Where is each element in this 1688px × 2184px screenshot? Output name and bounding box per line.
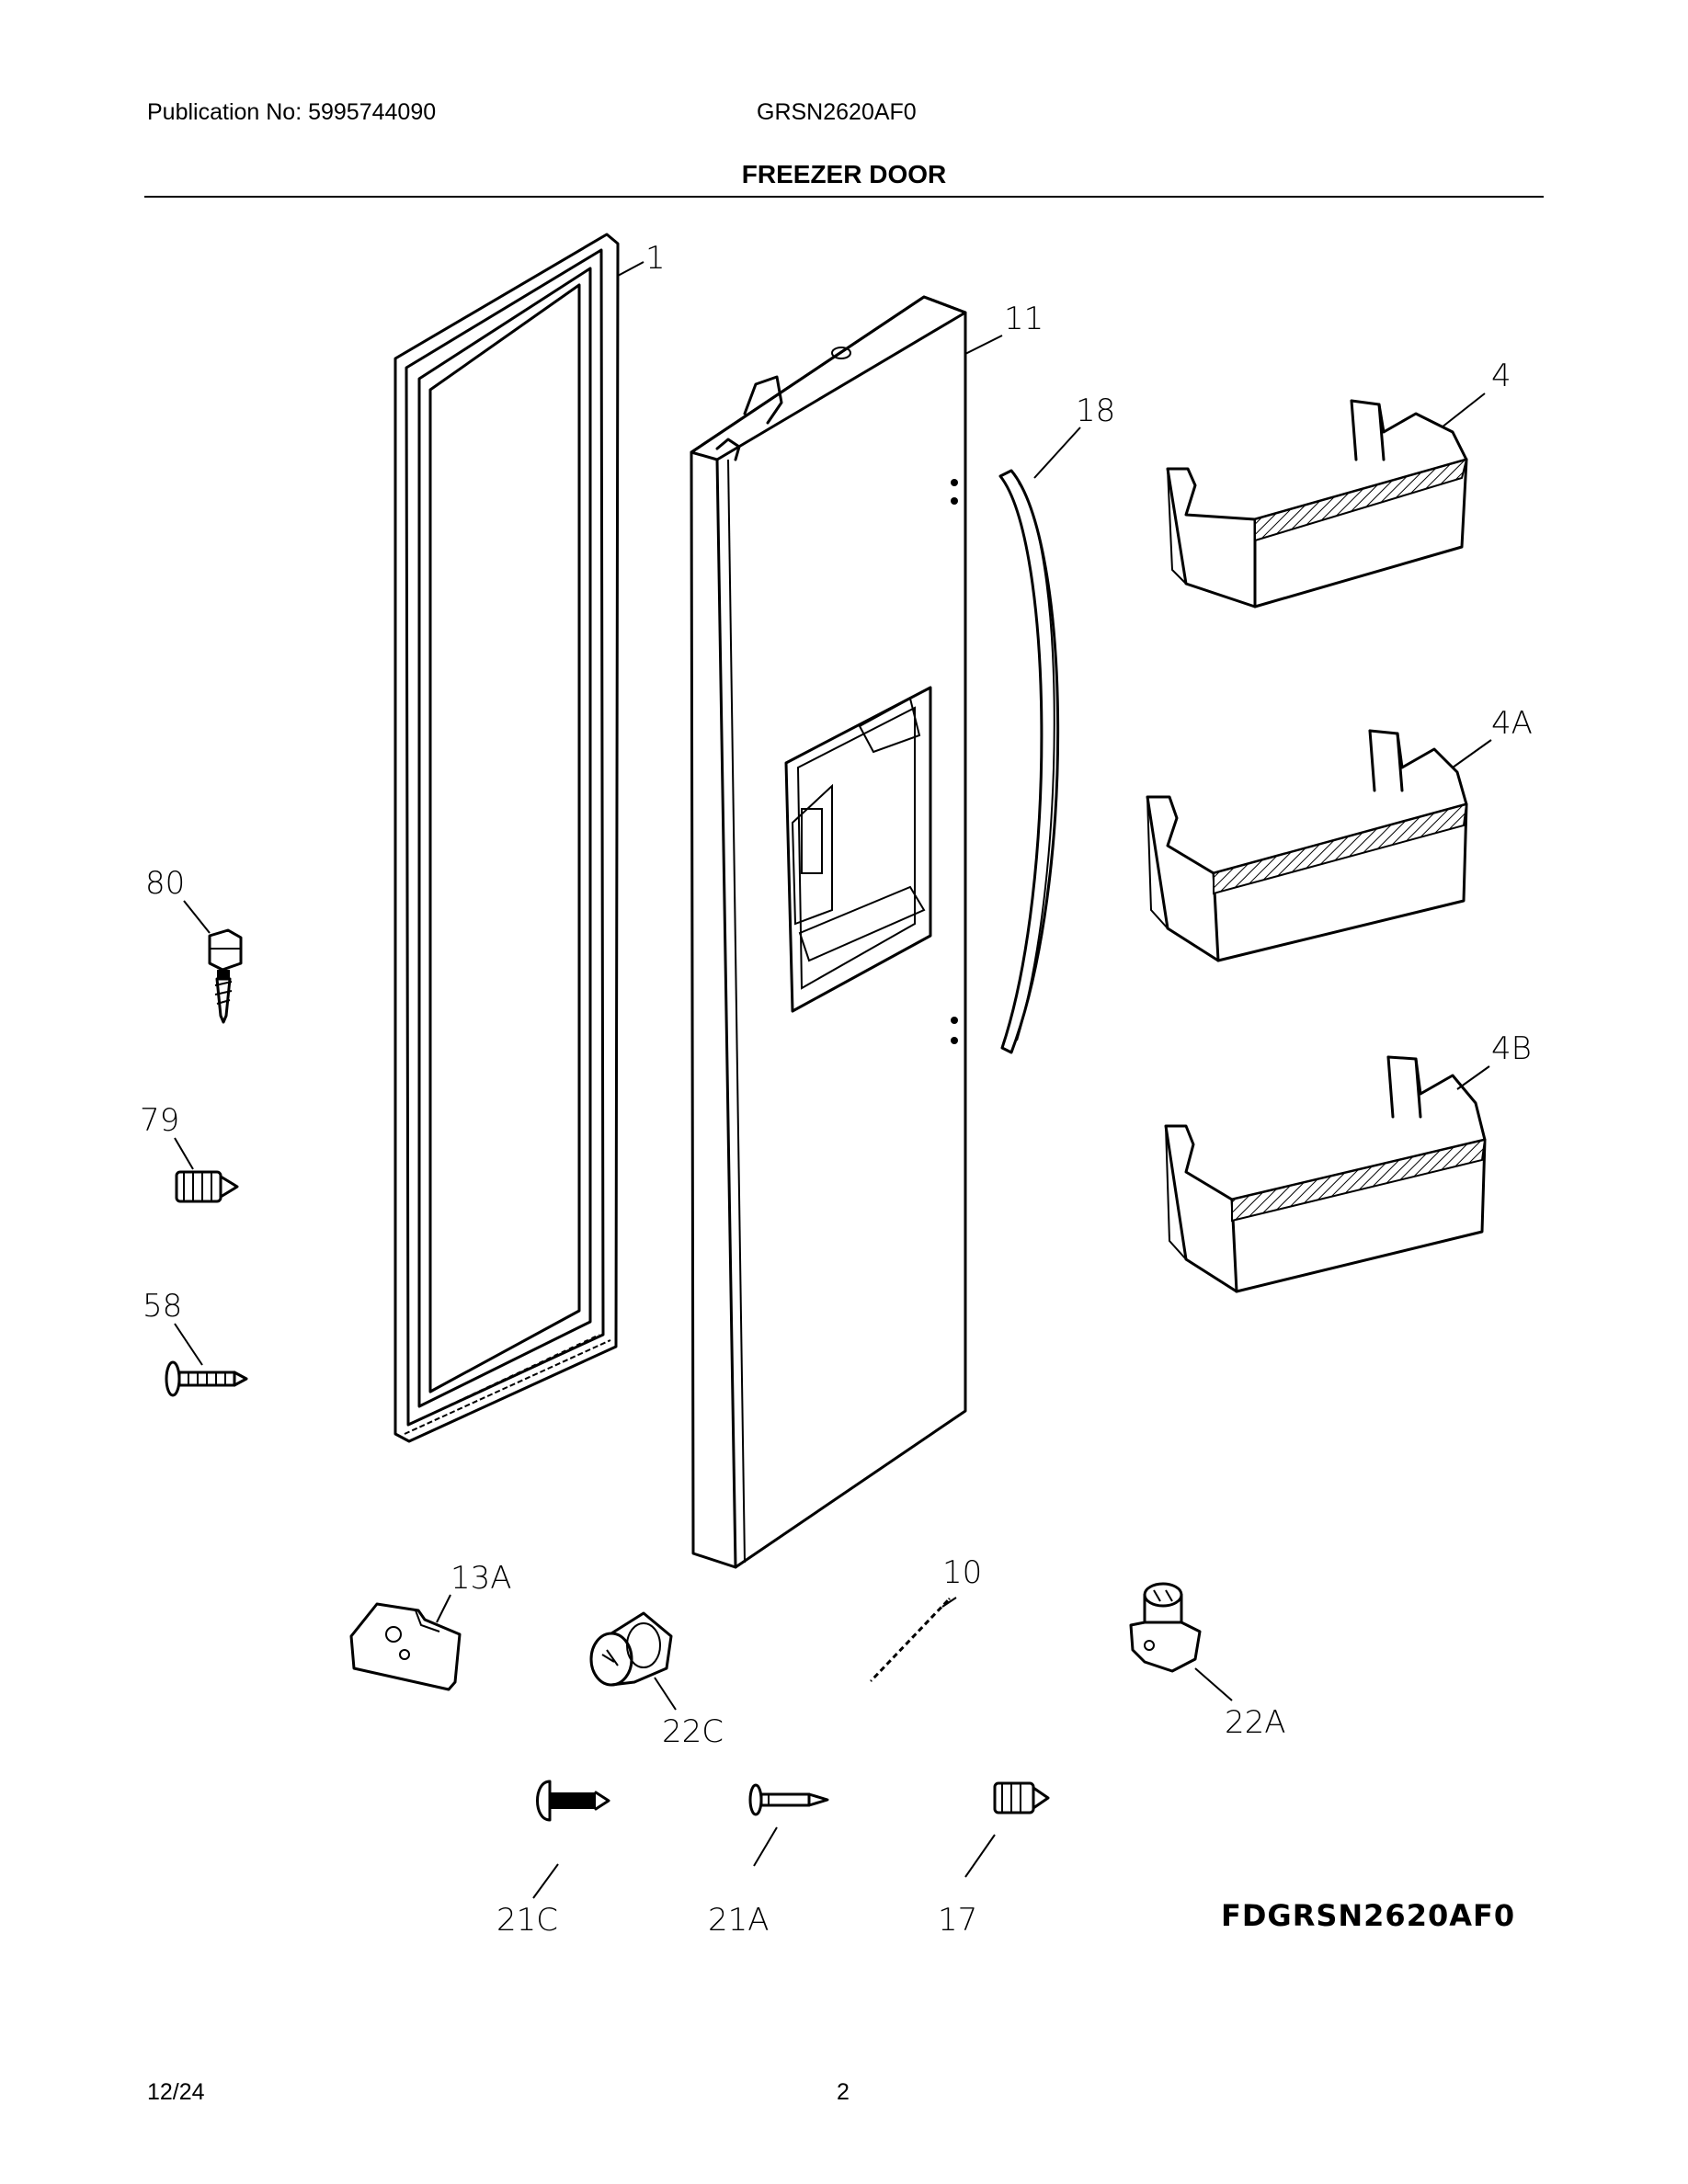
callout-21a: 21A (708, 1902, 770, 1939)
callout-4a: 4A (1491, 705, 1533, 742)
callout-13a: 13A (451, 1560, 512, 1597)
hinge-bracket-13a-part (349, 1602, 462, 1691)
callout-17: 17 (938, 1902, 977, 1939)
spring-10-part (870, 1598, 951, 1682)
screw-58-part (165, 1360, 248, 1397)
screw-80-part (208, 928, 243, 1024)
door-bin-4b-part (1164, 1055, 1487, 1293)
bushing-22c-part (589, 1611, 673, 1687)
callout-4b: 4B (1491, 1030, 1532, 1067)
callout-58: 58 (143, 1288, 182, 1325)
callout-11: 11 (1004, 301, 1044, 337)
model-number: GRSN2620AF0 (757, 99, 917, 125)
page-title: FREEZER DOOR (741, 160, 947, 188)
callout-18: 18 (1076, 392, 1115, 429)
door-gasket-part (393, 233, 620, 1443)
insert-79-part (175, 1170, 239, 1203)
callout-10: 10 (942, 1554, 982, 1591)
pin-21a-part (748, 1783, 829, 1816)
callout-22a: 22A (1225, 1704, 1286, 1741)
publication-number: Publication No: 5995744090 (147, 99, 437, 125)
door-bin-4a-part (1146, 729, 1468, 962)
callout-21c: 21C (496, 1902, 558, 1939)
freezer-door-part (690, 295, 967, 1569)
callout-22c: 22C (662, 1713, 724, 1750)
screw-21c-part (536, 1780, 610, 1822)
door-handle-part (998, 469, 1060, 1054)
page-number: 2 (837, 2079, 850, 2105)
door-bin-4-part (1166, 399, 1468, 609)
callout-leaders (174, 261, 1492, 1899)
header-divider (144, 196, 1544, 198)
callout-4: 4 (1491, 358, 1511, 394)
drawing-code: FDGRSN2620AF0 (1221, 1898, 1515, 1933)
callout-79: 79 (140, 1102, 179, 1139)
callout-1: 1 (645, 240, 666, 277)
hinge-pin-22a-part (1129, 1582, 1202, 1673)
footer-date: 12/24 (147, 2079, 205, 2105)
insert-17-part (993, 1781, 1050, 1814)
callout-80: 80 (145, 865, 185, 902)
